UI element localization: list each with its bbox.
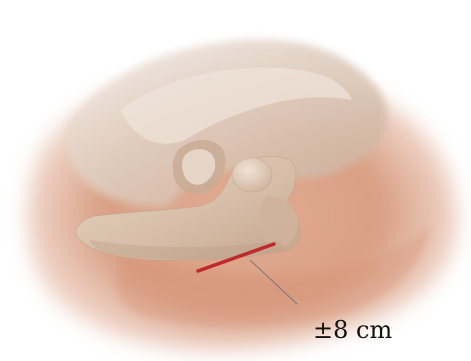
measurement-label: ±8 cm xyxy=(313,318,392,342)
